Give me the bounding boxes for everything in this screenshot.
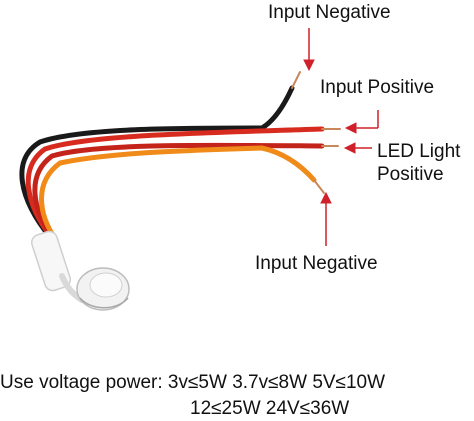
arrow-down-icon	[303, 59, 315, 72]
led-light-positive-label: LED Light Positive	[377, 140, 460, 186]
darkred-wire	[32, 142, 325, 242]
black-wire-tip	[291, 71, 301, 89]
arrow-up-icon	[320, 191, 332, 204]
wire-bundle	[19, 71, 341, 243]
black-wire	[19, 85, 295, 240]
orange-wire-tip	[313, 179, 325, 194]
sensor-module-icon	[31, 230, 130, 311]
arrow-left-led-icon	[343, 142, 356, 154]
input-negative-top-label: Input Negative	[268, 2, 391, 23]
led-light-label-line2: Positive	[377, 164, 444, 185]
voltage-spec-line1: Use voltage power: 3v≤5W 3.7v≤8W 5V≤10W	[0, 372, 386, 393]
led-light-label-line1: LED Light	[377, 141, 461, 162]
input-positive-label: Input Positive	[320, 77, 435, 98]
input-negative-bottom-label: Input Negative	[255, 253, 378, 274]
voltage-spec-line2: 12≤25W 24V≤36W	[190, 398, 350, 419]
arrow-left-icon	[344, 122, 357, 134]
arrows	[303, 28, 379, 246]
red-wire	[25, 126, 325, 241]
orange-wire	[39, 145, 317, 243]
